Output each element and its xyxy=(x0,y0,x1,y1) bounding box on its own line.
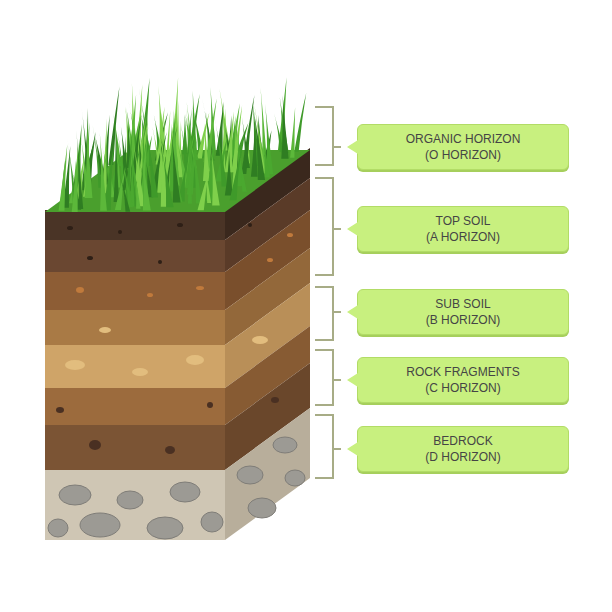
grass-blade xyxy=(252,101,265,180)
soil-spots xyxy=(76,233,293,297)
soil-pebbles xyxy=(67,223,252,264)
horizon-callout: SUB SOIL(B HORIZON) xyxy=(357,289,569,335)
grass-blade xyxy=(171,131,181,203)
horizon-label: TOP SOIL xyxy=(366,213,560,229)
soil-layer xyxy=(45,470,225,540)
grass-blade xyxy=(211,147,220,205)
horizon-label: (D HORIZON) xyxy=(366,449,560,465)
bracket xyxy=(315,107,341,165)
bracket xyxy=(315,350,341,405)
soil-layer xyxy=(45,210,225,240)
grass-blade xyxy=(115,167,126,210)
callout-pointer xyxy=(347,140,358,154)
soil-layer xyxy=(45,425,225,470)
callout-pointer xyxy=(347,442,358,456)
grass-blade xyxy=(114,127,119,202)
grass-blade xyxy=(59,144,68,210)
grass-blade xyxy=(162,150,174,208)
bedrock-stones xyxy=(48,437,305,539)
grass-blade xyxy=(263,137,270,177)
callout-pointer xyxy=(347,305,358,319)
grass-blade xyxy=(294,93,306,152)
soil-layer xyxy=(45,272,225,310)
grass-blade xyxy=(197,166,210,210)
horizon-label: ROCK FRAGMENTS xyxy=(366,364,560,380)
horizon-callout: TOP SOIL(A HORIZON) xyxy=(357,206,569,252)
grass-blade xyxy=(190,125,202,203)
grass-blade xyxy=(188,125,192,204)
grass-blade xyxy=(230,150,242,201)
grass-blade xyxy=(281,95,288,159)
callout-pointer xyxy=(347,373,358,387)
grass-blade xyxy=(100,133,107,211)
soil-layer xyxy=(45,345,225,388)
grass-blade xyxy=(290,107,295,158)
grass-blade xyxy=(72,142,79,212)
horizon-label: (O HORIZON) xyxy=(366,147,560,163)
grass xyxy=(59,77,307,212)
grass-blade xyxy=(85,119,93,199)
soil-layer xyxy=(45,310,225,345)
callout-pointer xyxy=(347,222,358,236)
grass-blade xyxy=(119,173,130,211)
horizon-callout: BEDROCK(D HORIZON) xyxy=(357,426,569,472)
horizon-label: ORGANIC HORIZON xyxy=(366,131,560,147)
horizon-brackets xyxy=(315,107,341,478)
soil-layer xyxy=(225,408,310,540)
grass-blade xyxy=(141,146,151,210)
grass-blade xyxy=(214,116,227,187)
horizon-label: SUB SOIL xyxy=(366,296,560,312)
horizon-label: (B HORIZON) xyxy=(366,312,560,328)
soil-block xyxy=(45,77,310,540)
soil-layer xyxy=(45,240,225,272)
grass-blade xyxy=(203,123,210,181)
bracket xyxy=(315,178,341,275)
bracket xyxy=(315,415,341,478)
grass-blade xyxy=(67,137,77,212)
horizon-callout: ROCK FRAGMENTS(C HORIZON) xyxy=(357,357,569,403)
soil-pebbles xyxy=(56,397,279,454)
horizon-label: (A HORIZON) xyxy=(366,229,560,245)
grass-blade xyxy=(135,173,141,209)
horizon-label: BEDROCK xyxy=(366,433,560,449)
soil-spots xyxy=(65,327,268,376)
horizon-callout: ORGANIC HORIZON(O HORIZON) xyxy=(357,124,569,170)
horizon-label: (C HORIZON) xyxy=(366,380,560,396)
soil-layer xyxy=(45,388,225,425)
bracket xyxy=(315,287,341,340)
grass-blade xyxy=(225,150,233,195)
